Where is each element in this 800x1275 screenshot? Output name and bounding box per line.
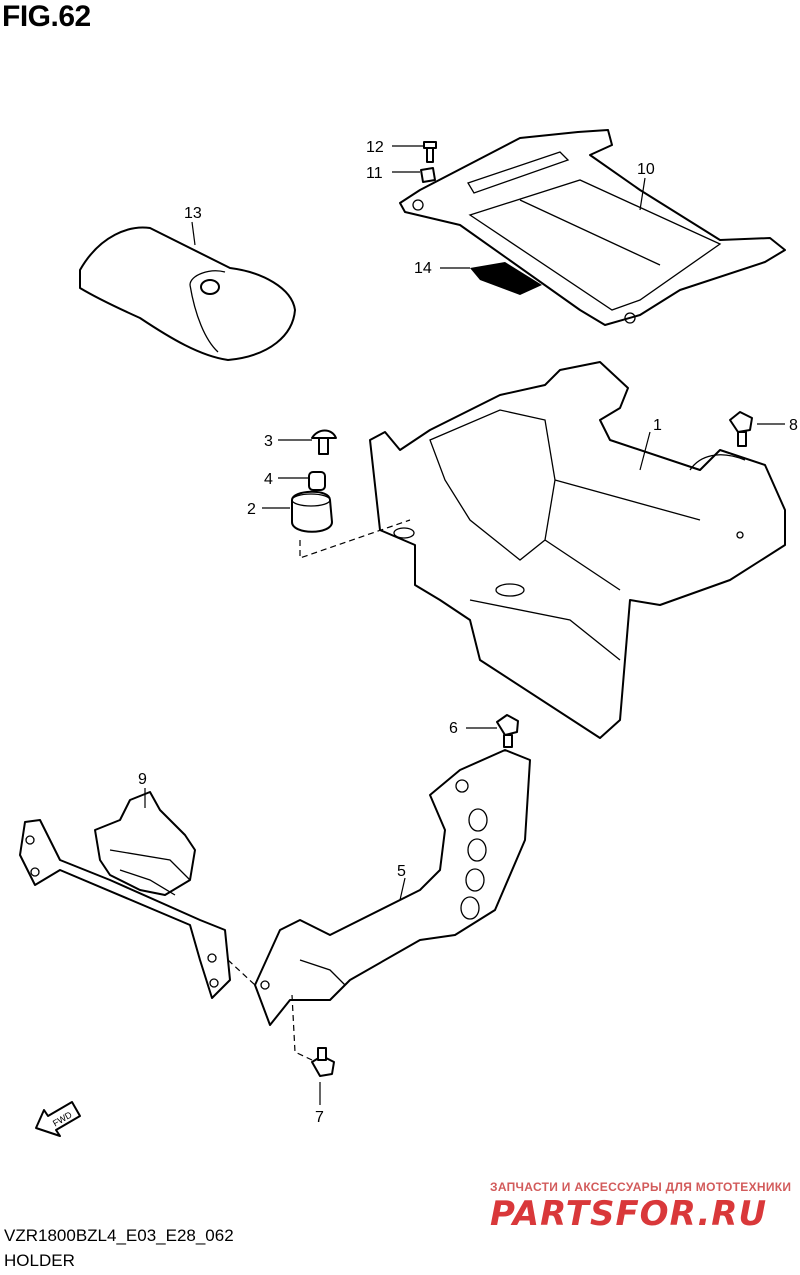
part-4-collar[interactable] [308, 471, 326, 491]
callout-11: 11 [366, 165, 383, 182]
part-6-bolt[interactable] [496, 714, 519, 748]
callout-5: 5 [397, 863, 406, 880]
part-3-screw[interactable] [311, 429, 337, 455]
part-12-bolt[interactable] [423, 141, 437, 163]
callout-7: 7 [315, 1109, 324, 1126]
part-2-cushion[interactable] [291, 490, 333, 533]
callout-2: 2 [247, 501, 256, 518]
leader-lines [144, 145, 785, 1105]
diagram-caption: HOLDER [4, 1251, 75, 1270]
callout-6: 6 [449, 720, 458, 737]
callout-14: 14 [414, 260, 432, 277]
watermark-logo: PARTSFOR.RU [490, 1194, 768, 1234]
callout-10: 10 [637, 161, 655, 178]
callout-1: 1 [653, 417, 662, 434]
callout-3: 3 [264, 433, 273, 450]
diagram-code: VZR1800BZL4_E03_E28_062 [4, 1226, 234, 1245]
callout-12: 12 [366, 139, 384, 156]
part-5-bracket[interactable] [254, 749, 531, 1026]
mount-axis-7 [291, 994, 313, 1061]
part-11-grommet[interactable] [420, 167, 436, 183]
part-9-bracket[interactable] [19, 791, 231, 999]
mount-axis-2 [299, 519, 411, 559]
part-10-tray[interactable] [399, 129, 786, 326]
callout-13: 13 [184, 205, 202, 222]
figure-title: FIG.62 [2, 0, 91, 33]
forward-direction-icon: FWD [35, 1101, 81, 1137]
part-1-holder[interactable] [369, 361, 786, 739]
part-14-pad[interactable] [470, 262, 542, 295]
part-7-bolt[interactable] [311, 1047, 335, 1077]
part-13-cover[interactable] [79, 226, 296, 361]
watermark-tagline: ЗАПЧАСТИ И АКСЕССУАРЫ ДЛЯ МОТОТЕХНИКИ [490, 1180, 792, 1194]
callout-9: 9 [138, 771, 147, 788]
callout-4: 4 [264, 471, 273, 488]
part-8-bolt[interactable] [729, 411, 753, 447]
callout-8: 8 [789, 417, 798, 434]
mount-axis-5-9 [227, 959, 256, 986]
